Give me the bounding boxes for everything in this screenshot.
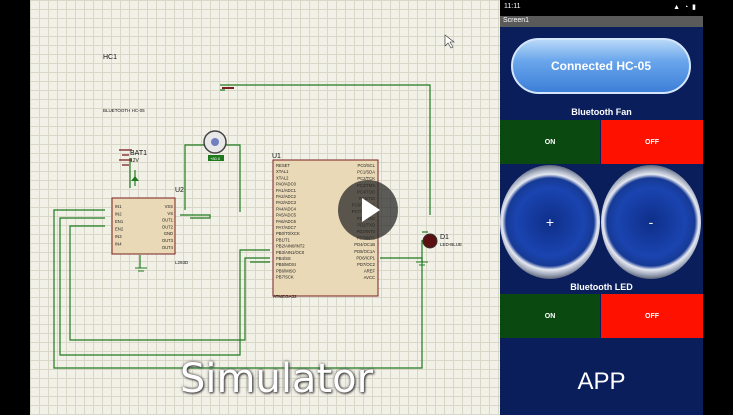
bat-label: BAT1 [130, 150, 147, 157]
pin-label: AVCC [364, 275, 375, 280]
u1-label: U1 [272, 153, 281, 160]
pin-label: OUT3 [162, 238, 174, 243]
pin-label: PB3/AIN1/OC0 [276, 250, 305, 255]
d1-label: D1 [440, 234, 449, 241]
pin-label: PB7/SCK [276, 275, 294, 280]
pin-label: XTAL1 [276, 169, 289, 174]
pin-label: IN3 [115, 234, 122, 239]
pin-label: PD7/OC2 [357, 262, 376, 267]
pin-label: PA0/ADC0 [276, 182, 297, 187]
pin-label: PB0/T0/XCK [276, 231, 300, 236]
pin-label: GND [164, 231, 173, 236]
phone-app-panel: 11:11 ▲ ◔ ▮ Screen1 Connected HC-05 Blue… [500, 0, 703, 415]
led-symbol [422, 233, 438, 249]
pin-label: OUT1 [162, 218, 174, 223]
circuit-wires [53, 84, 431, 369]
fan-section-label: Bluetooth Fan [571, 107, 632, 117]
u2-chip [111, 197, 176, 255]
pin-label: PD4/OC1B [354, 242, 375, 247]
pin-label: AREF [364, 269, 376, 274]
bat-voltage-label: 12V [130, 158, 140, 164]
pin-label: XTAL2 [276, 175, 289, 180]
pin-label: OUT4 [162, 245, 174, 250]
app-caption: APP [577, 368, 626, 395]
u1-left-pins: RESETXTAL1XTAL2PA0/ADC0PA1/ADC1PA2/ADC2P… [276, 163, 305, 280]
pin-label: PC1/SDA [357, 170, 375, 175]
fan-off-button[interactable]: OFF [601, 120, 703, 164]
led-section-label: Bluetooth LED [570, 282, 633, 292]
speed-plus-button[interactable]: + [500, 165, 600, 279]
pin-label: OUT2 [162, 224, 174, 229]
status-time: 11:11 [504, 3, 521, 10]
pin-label: VSS [165, 204, 174, 209]
u2-label: U2 [175, 187, 184, 194]
pin-label: PC0/SCL [358, 163, 376, 168]
fan-on-button[interactable]: ON [500, 120, 600, 164]
motor-rotor [211, 138, 219, 146]
power-arrow [131, 176, 139, 181]
screen-title: Screen1 [500, 16, 703, 27]
led-on-button[interactable]: ON [500, 294, 600, 338]
pin-label: PA1/ADC1 [276, 188, 297, 193]
hc1-label: HC1 [103, 54, 117, 61]
pin-label: PA6/ADC6 [276, 219, 297, 224]
status-bar: 11:11 ▲ ◔ ▮ [500, 0, 703, 16]
pin-label: PB1/T1 [276, 237, 291, 242]
pin-label: PA5/ADC5 [276, 213, 297, 218]
pin-label: PA4/ADC4 [276, 206, 297, 211]
pin-label: PA3/ADC3 [276, 200, 297, 205]
pin-label: PA2/ADC2 [276, 194, 297, 199]
speed-minus-button[interactable]: - [601, 165, 701, 279]
connect-button[interactable]: Connected HC-05 [511, 38, 691, 94]
battery-symbol [119, 149, 132, 166]
motor-value-label: +80.0 [210, 156, 221, 161]
circuit-schematic: HC1 BLUETOOTH HC-05 BAT1 12V U2 L293D U1… [53, 34, 462, 369]
u2-chip-label: L293D [175, 260, 189, 265]
bt-module-label: BLUETOOTH HC-05 [103, 108, 145, 113]
ground-symbols [135, 261, 428, 272]
pin-label: IN2 [115, 212, 122, 217]
led-off-button[interactable]: OFF [601, 294, 703, 338]
pin-label: PB6/MISO [276, 268, 297, 273]
pin-label: VS [167, 211, 173, 216]
pin-label: PA7/ADC7 [276, 225, 297, 230]
pin-label: PB2/AIN0/INT2 [276, 244, 305, 249]
d1-type-label: LED-BLUE [440, 242, 462, 247]
simulator-panel[interactable]: HC1 BLUETOOTH HC-05 BAT1 12V U2 L293D U1… [30, 0, 500, 415]
status-icons: ▲ ◔ ▮ [673, 4, 697, 11]
pin-label: PD5/OC1A [354, 249, 375, 254]
pin-label: PC2/TCK [357, 176, 375, 181]
simulator-caption: Simulator [180, 356, 374, 402]
u1-chip-label: ATMEGA32 [273, 294, 297, 299]
pin-label: EN1 [115, 219, 124, 224]
pin-label: IN1 [115, 204, 122, 209]
pin-label: RESET [276, 163, 290, 168]
pin-label: PD6/ICP1 [356, 255, 375, 260]
pin-label: IN4 [115, 242, 122, 247]
play-icon[interactable] [338, 180, 398, 240]
pin-label: PB4/SS [276, 256, 291, 261]
pin-label: PB5/MOSI [276, 262, 296, 267]
mouse-cursor-icon [444, 34, 455, 49]
motor-value-box [208, 155, 224, 161]
pin-label: EN2 [115, 227, 124, 232]
